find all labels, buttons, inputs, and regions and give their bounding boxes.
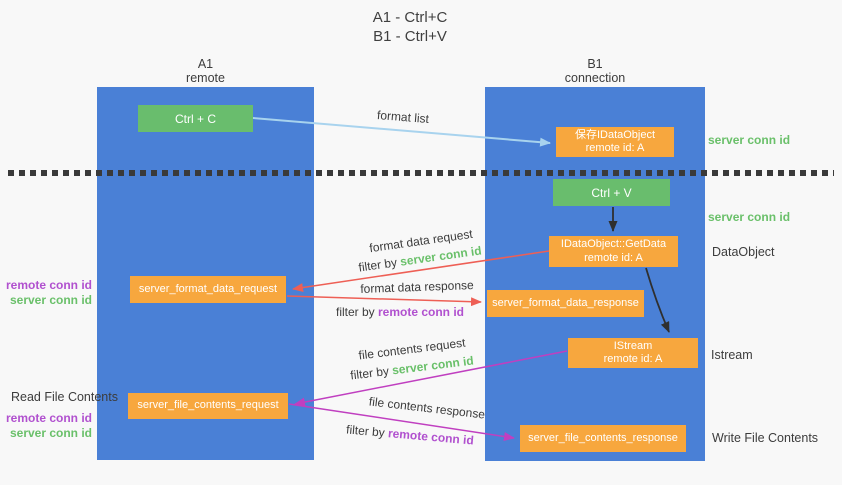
arrow-file-contents-response: [288, 403, 515, 441]
node-format-data-response-label: server_format_data_response: [492, 296, 639, 309]
node-server-format-data-response: server_format_data_response: [487, 290, 644, 317]
side-label-server-conn-id-mid: server conn id: [708, 210, 791, 224]
node-istream-line1: IStream: [613, 339, 653, 352]
arrow-label-format-data-response-filter: filter by remote conn id: [336, 305, 464, 319]
filter-key-remote-conn-id: remote conn id: [378, 305, 465, 319]
arrow-format-data-response: [286, 295, 482, 307]
title-line-2: B1 - Ctrl+V: [373, 28, 447, 45]
node-istream-line2: remote id: A: [603, 353, 663, 365]
node-idataobject-getdata: IDataObject::GetData remote id: A: [549, 236, 678, 267]
node-server-file-contents-request: server_file_contents_request: [128, 393, 288, 419]
node-save-idataobject-line2: remote id: A: [585, 142, 645, 154]
node-file-contents-request-label: server_file_contents_request: [137, 399, 279, 412]
side-label-write-file-contents: Write File Contents: [712, 431, 819, 445]
node-ctrl-c-label: Ctrl + C: [174, 111, 216, 126]
side-label-remote-conn-id-1: remote conn id: [5, 278, 92, 292]
filter-prefix: filter by: [335, 305, 378, 319]
side-label-server-conn-id-1: server conn id: [9, 293, 92, 307]
side-label-remote-conn-id-2: remote conn id: [5, 411, 92, 425]
node-ctrl-v: Ctrl + V: [553, 179, 670, 206]
side-label-istream: Istream: [711, 348, 753, 362]
arrow-file-contents-request: [294, 350, 568, 407]
diagram-title: A1 - Ctrl+C B1 - Ctrl+V: [0, 8, 820, 46]
node-save-idataobject-line1: 保存IDataObject: [574, 128, 656, 141]
node-server-file-contents-response: server_file_contents_response: [520, 425, 686, 452]
arrow-format-list: [252, 117, 551, 147]
node-file-contents-response-label: server_file_contents_response: [528, 431, 678, 444]
column-b1-title: B1: [587, 57, 603, 71]
column-b1-subtitle: connection: [564, 71, 626, 85]
phase-divider-dashed-line: [8, 170, 834, 176]
side-label-server-conn-id-top: server conn id: [708, 133, 791, 147]
node-getdata-line2: remote id: A: [584, 251, 643, 264]
column-header-b1: B1 connection: [485, 57, 705, 85]
side-label-read-file-contents: Read File Contents: [10, 390, 118, 404]
column-a1-title: A1: [197, 57, 214, 71]
node-save-idataobject: 保存IDataObject remote id: A: [556, 127, 674, 157]
node-server-format-data-request: server_format_data_request: [130, 276, 286, 303]
node-istream: IStream remote id: A: [568, 338, 698, 368]
arrow-format-data-request: [292, 250, 550, 292]
side-label-server-conn-id-2: server conn id: [9, 426, 92, 440]
side-label-dataobject: DataObject: [712, 245, 775, 259]
node-ctrl-v-label: Ctrl + V: [591, 185, 632, 200]
node-format-data-request-label: server_format_data_request: [138, 282, 278, 295]
column-a1-subtitle: remote: [186, 71, 225, 85]
arrow-getdata-to-istream: [645, 267, 670, 333]
node-getdata-line1: IDataObject::GetData: [560, 238, 667, 250]
node-ctrl-c: Ctrl + C: [138, 105, 253, 132]
title-line-1: A1 - Ctrl+C: [372, 9, 448, 26]
column-header-a1: A1 remote: [97, 57, 314, 85]
